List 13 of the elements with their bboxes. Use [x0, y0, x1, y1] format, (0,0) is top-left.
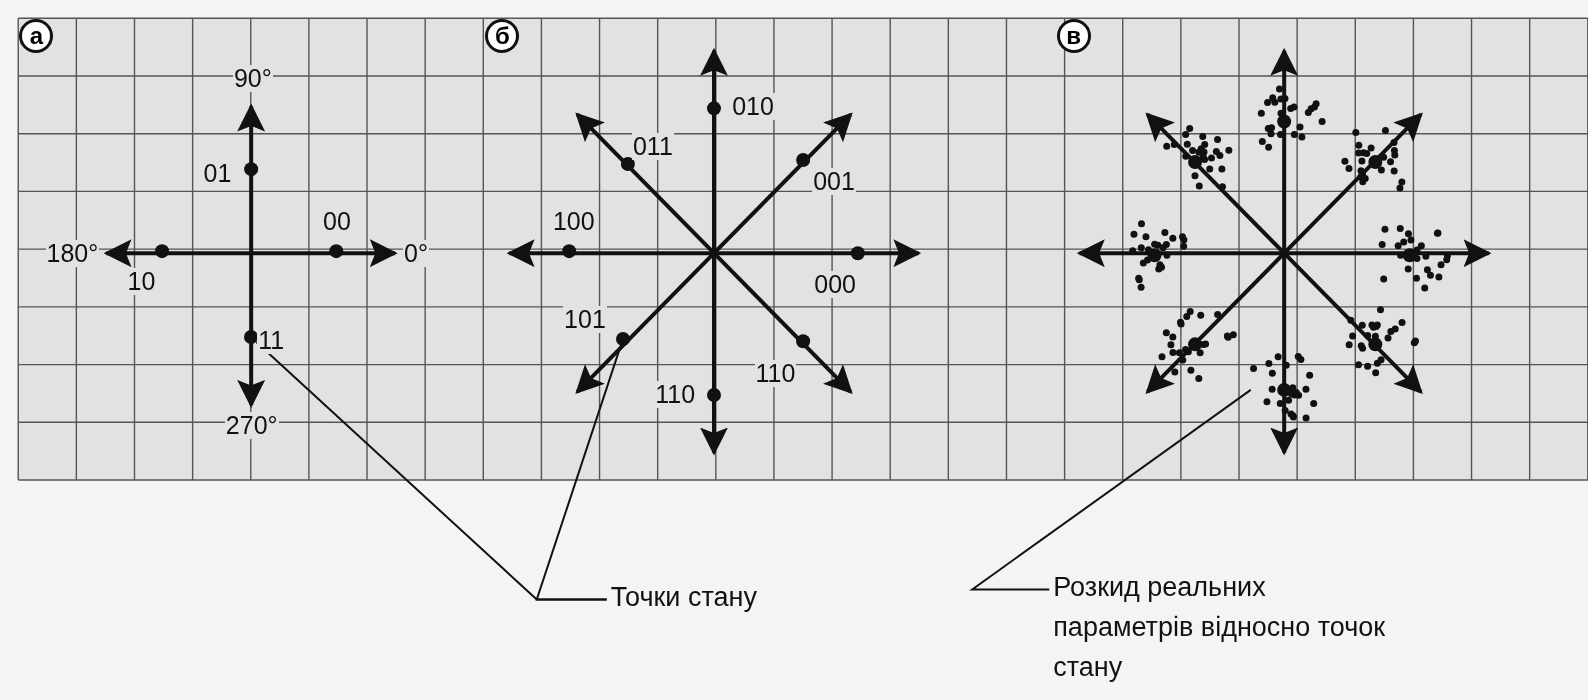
- callout-text: Точки стану: [610, 577, 757, 618]
- angle-label: 270°: [224, 412, 279, 440]
- leader-line: [535, 344, 622, 601]
- leader-line: [969, 388, 1252, 591]
- callout-text: Розкид реальних параметрів відносно точок стану: [1053, 567, 1404, 688]
- point-code: 000: [813, 271, 857, 299]
- angle-label: 180°: [45, 240, 100, 267]
- point-code: 101: [563, 305, 607, 333]
- point-code: 001: [812, 168, 856, 196]
- angle-label: 0°: [403, 240, 429, 267]
- point-code: 10: [126, 268, 157, 296]
- point-code: 110: [654, 380, 697, 408]
- point-code: 010: [731, 93, 775, 121]
